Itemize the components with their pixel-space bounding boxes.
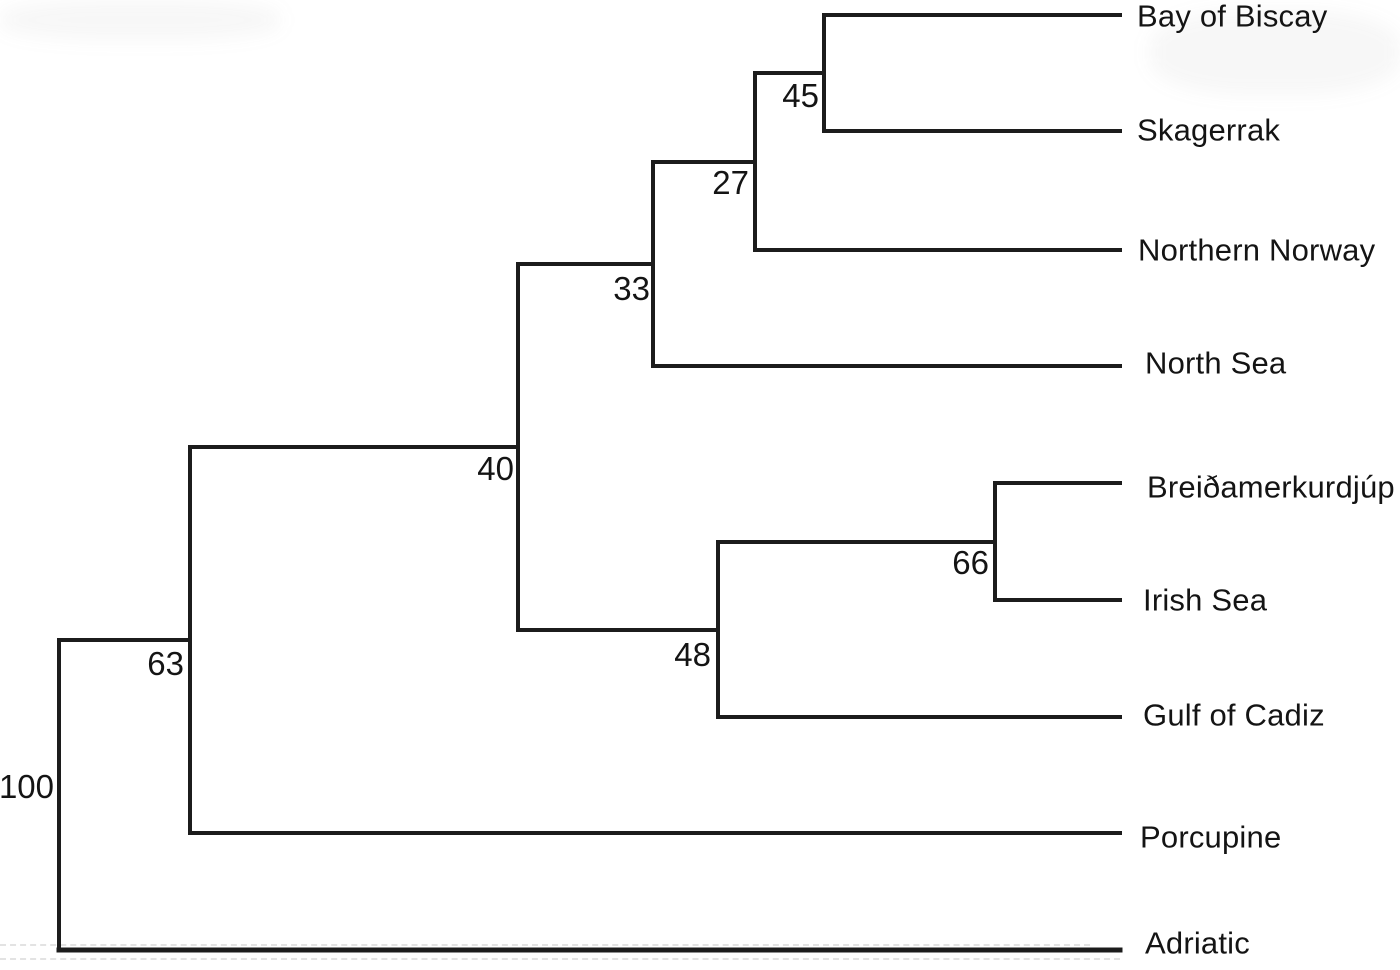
tip-label: North Sea: [1145, 345, 1287, 381]
support-value-label: 27: [712, 164, 749, 201]
support-value-label: 100: [0, 768, 54, 805]
tip-label: Breiðamerkurdjúp: [1147, 469, 1395, 505]
tip-label: Irish Sea: [1143, 582, 1268, 618]
tip-label: Adriatic: [1145, 925, 1250, 961]
tip-label: Bay of Biscay: [1137, 0, 1328, 34]
support-value-label: 40: [477, 450, 514, 487]
support-value-label: 66: [952, 544, 989, 581]
support-value-label: 33: [613, 270, 650, 307]
tip-label: Northern Norway: [1138, 232, 1376, 268]
tip-label: Porcupine: [1140, 819, 1282, 855]
support-value-label: 45: [782, 77, 819, 114]
tip-label: Skagerrak: [1137, 112, 1281, 148]
support-value-label: 48: [674, 636, 711, 673]
tip-label: Gulf of Cadiz: [1143, 697, 1325, 733]
support-value-label: 63: [147, 645, 184, 682]
